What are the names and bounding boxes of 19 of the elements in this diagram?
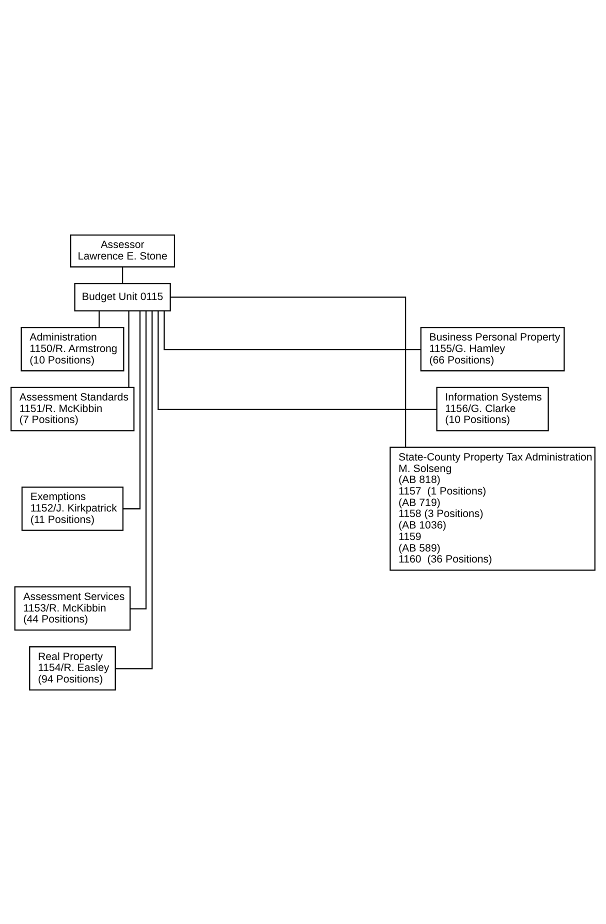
connector: [98, 310, 100, 327]
connector: [130, 310, 147, 609]
node-box: Business Personal Property 1155/G. Hamley (66 Positions): [420, 326, 565, 371]
node-box: Assessment Standards 1151/R. McKibbin (7 Positions): [10, 386, 134, 431]
connector: [164, 310, 421, 350]
node-box: Administration 1150/R. Armstrong (10 Positions): [20, 326, 124, 371]
connector: [158, 310, 437, 410]
connector: [116, 310, 153, 669]
node-box: Exemptions 1152/J. Kirkpatrick (11 Positions): [22, 486, 124, 530]
connector: [170, 296, 406, 447]
node-box: Information Systems 1156/G. Clarke (10 Positions): [436, 386, 549, 431]
connector: [122, 310, 141, 509]
node-box: Real Property 1154/R. Easley (94 Positions): [29, 646, 116, 690]
node-box: State-County Property Tax Administration M. Solseng (AB 818) 1157 (1 Positions) (AB 719) 1158 (3 Positions) (AB 1036) 1159 (AB 589) 1160 (36 Positions): [390, 446, 596, 570]
node-box: Assessment Services 1153/R. McKibbin (44 Positions): [14, 586, 131, 630]
connector: [122, 266, 124, 283]
node-box: Budget Unit 0115: [74, 282, 171, 311]
connector: [128, 310, 130, 387]
node-box: Assessor Lawrence E. Stone: [70, 234, 176, 267]
